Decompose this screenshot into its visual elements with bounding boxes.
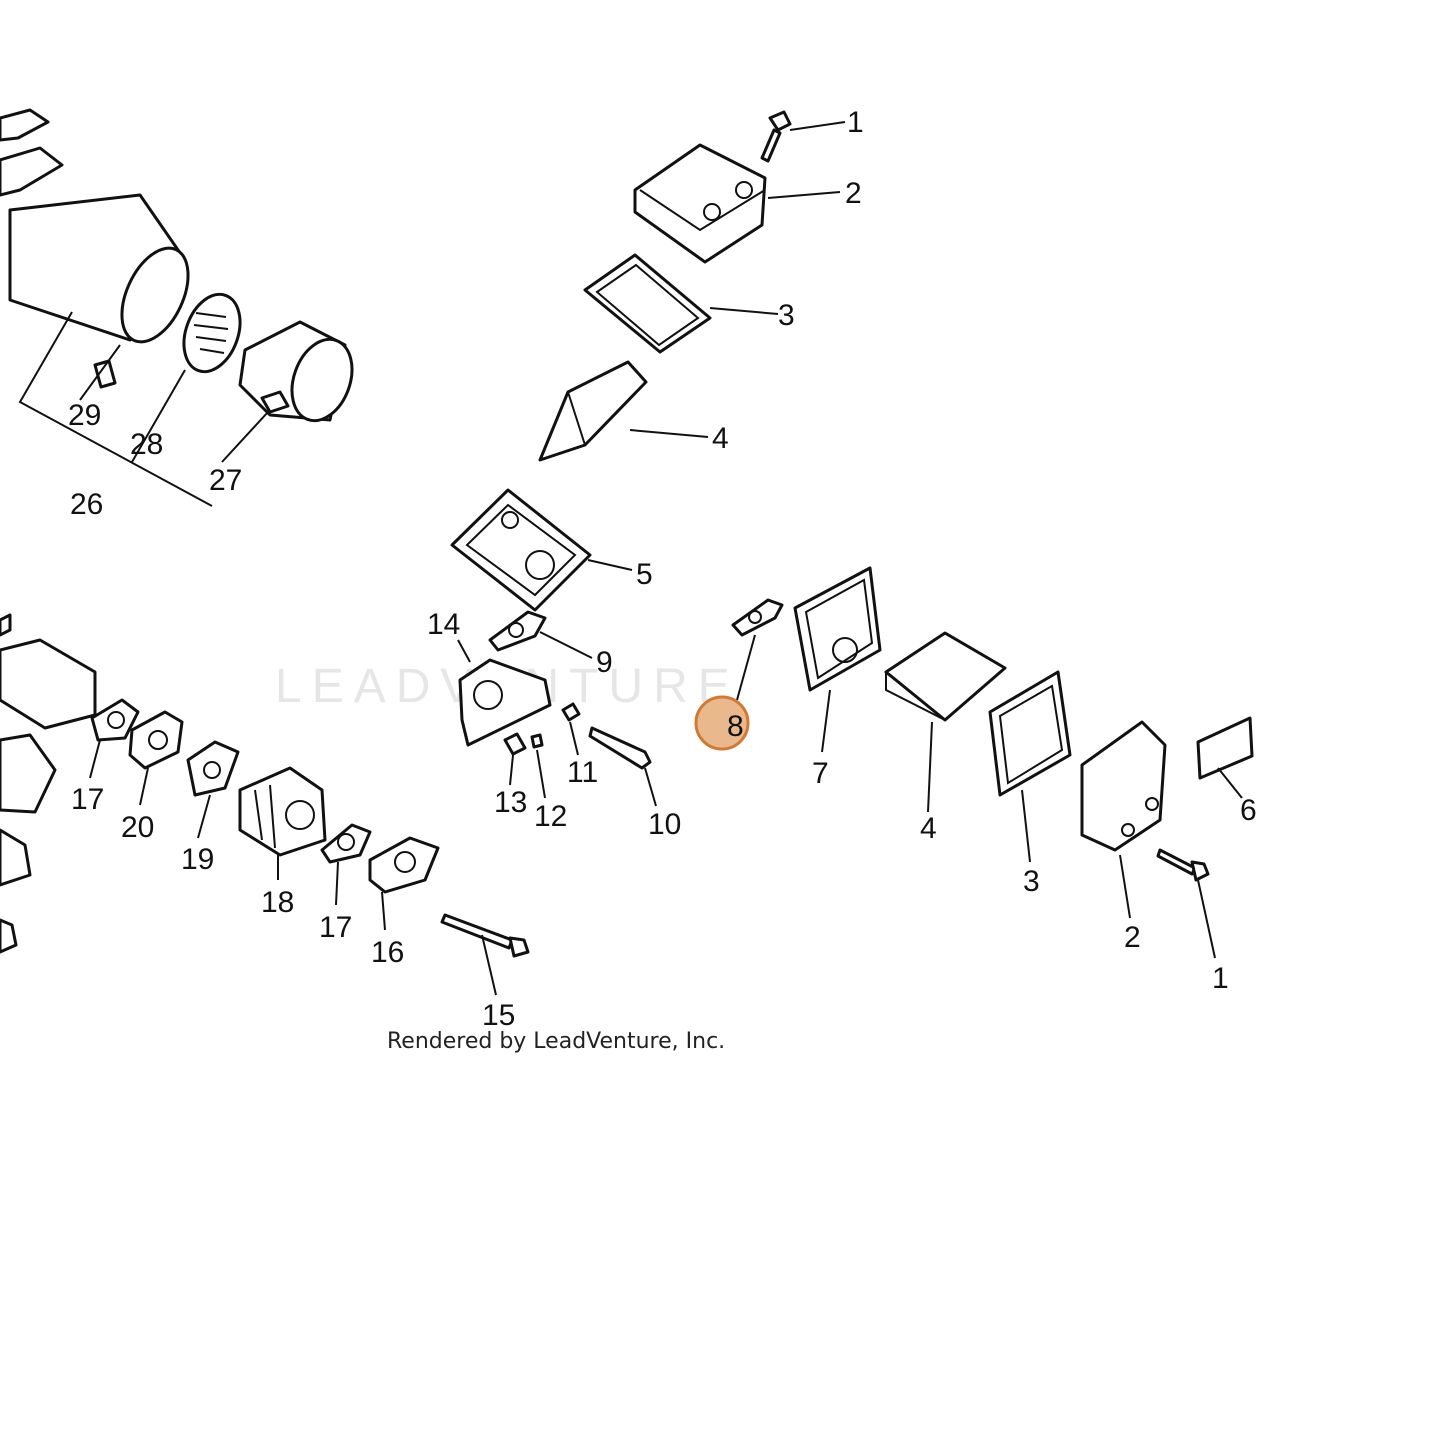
- callout-28[interactable]: 28: [130, 428, 163, 461]
- part-screw-right: [1156, 848, 1210, 882]
- part-bracket-14: [458, 658, 552, 747]
- callout-16[interactable]: 16: [371, 936, 404, 969]
- callout-20[interactable]: 20: [121, 811, 154, 844]
- credit-text: Rendered by LeadVenture, Inc.: [387, 1029, 725, 1054]
- part-filter-right: [884, 631, 1007, 722]
- callout-9[interactable]: 9: [596, 646, 613, 679]
- callout-11[interactable]: 11: [567, 756, 598, 789]
- part-gasket-top: [583, 253, 712, 354]
- callout-labels: 1 2 3 4 5 9 14 11 13 12 10 8 7 4 3 2 1 6…: [68, 106, 1257, 1032]
- callout-1-top[interactable]: 1: [847, 106, 864, 139]
- callout-4-top[interactable]: 4: [712, 422, 729, 455]
- part-base-plate-top: [450, 488, 592, 612]
- callout-18[interactable]: 18: [261, 886, 294, 919]
- part-small-parts: [503, 702, 652, 770]
- callout-14[interactable]: 14: [427, 608, 460, 641]
- callout-2-right[interactable]: 2: [1124, 921, 1141, 954]
- callout-19[interactable]: 19: [181, 843, 214, 876]
- part-screw-top: [760, 110, 792, 163]
- callout-27[interactable]: 27: [209, 464, 242, 497]
- callout-3-right[interactable]: 3: [1023, 865, 1040, 898]
- callout-17-right[interactable]: 17: [319, 911, 352, 944]
- callout-1-right[interactable]: 1: [1212, 962, 1229, 995]
- part-label-6: [1196, 716, 1254, 780]
- part-cover-right: [1080, 720, 1167, 852]
- part-air-cleaner-assembly: [0, 108, 354, 423]
- part-gasket-19: [186, 740, 240, 797]
- part-gasket-right: [988, 670, 1072, 797]
- part-filter-top: [538, 360, 648, 462]
- callout-6[interactable]: 6: [1240, 794, 1257, 827]
- callout-8-highlight[interactable]: [694, 695, 750, 751]
- callout-2-top[interactable]: 2: [845, 177, 862, 210]
- callout-15[interactable]: 15: [482, 999, 515, 1032]
- part-insulator-16: [368, 836, 440, 894]
- part-gasket-17-left: [90, 698, 140, 742]
- part-spacer-20: [128, 710, 184, 770]
- part-gasket-8: [731, 598, 784, 637]
- callout-17-left[interactable]: 17: [71, 783, 104, 816]
- callout-3-top[interactable]: 3: [778, 299, 795, 332]
- part-cover-top: [633, 143, 767, 264]
- callout-12[interactable]: 12: [534, 800, 567, 833]
- callout-26[interactable]: 26: [70, 488, 103, 521]
- callout-8[interactable]: 8: [727, 710, 744, 743]
- part-carburetor-18: [238, 766, 327, 857]
- part-intake-left: [0, 613, 97, 954]
- part-gasket-17-right: [320, 823, 372, 864]
- part-bolt-15: [440, 913, 530, 958]
- part-base-plate-right: [793, 566, 882, 692]
- part-gasket-9: [488, 610, 547, 652]
- callout-7[interactable]: 7: [812, 757, 829, 790]
- callout-10[interactable]: 10: [648, 808, 681, 841]
- callout-29[interactable]: 29: [68, 399, 101, 432]
- callout-13[interactable]: 13: [494, 786, 527, 819]
- callout-5[interactable]: 5: [636, 558, 653, 591]
- callout-4-right[interactable]: 4: [920, 812, 937, 845]
